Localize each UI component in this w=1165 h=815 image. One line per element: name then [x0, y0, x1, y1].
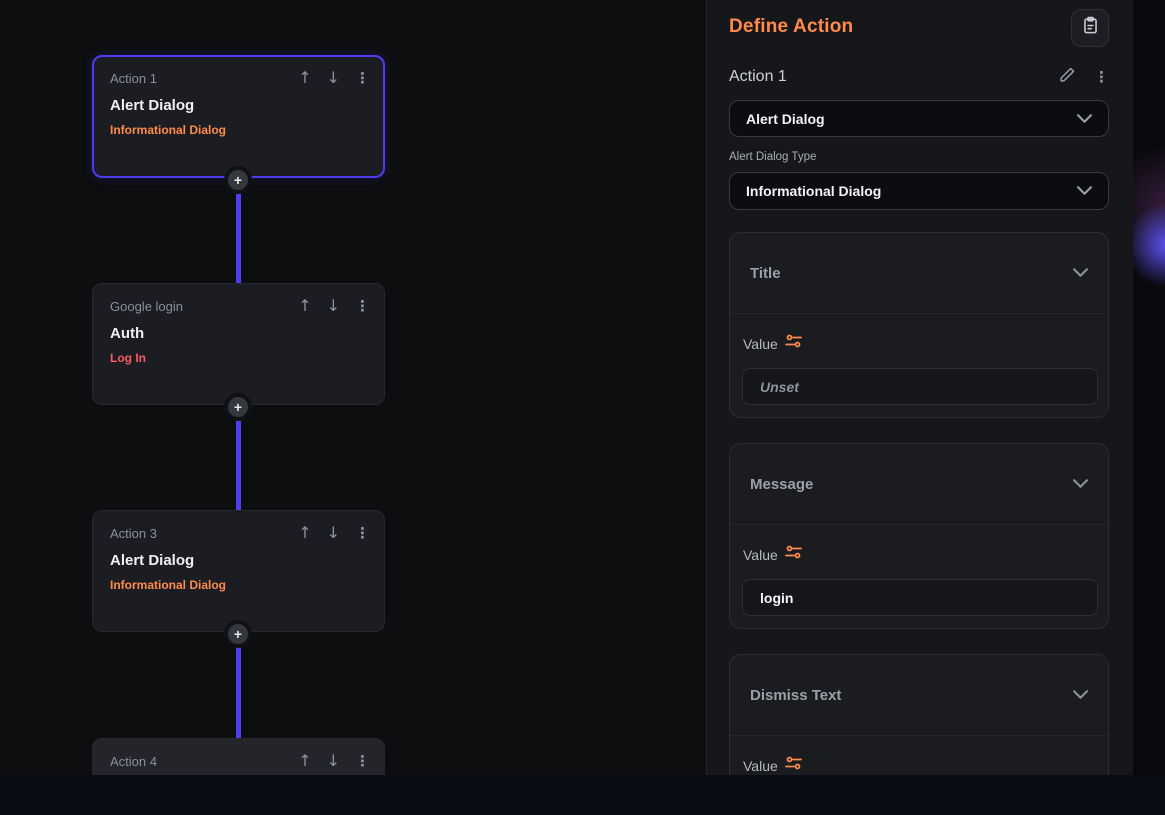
set-from-variable-icon[interactable] [784, 334, 802, 353]
action-subtitle: Informational Dialog [110, 578, 227, 592]
copy-actions-button[interactable] [1071, 9, 1109, 47]
action-name-row: Action 1 ⋮ [729, 66, 1109, 88]
action-label: Action 4 [110, 753, 157, 769]
section-header[interactable]: Message [730, 444, 1108, 524]
divider [730, 524, 1108, 525]
action-type-select[interactable]: Alert Dialog [729, 100, 1109, 137]
action-title: Auth [110, 325, 145, 342]
value-label: Value [743, 757, 778, 774]
action-card[interactable]: Action 3 ↑ ↓ ⋮ Alert Dialog Informationa… [92, 510, 385, 632]
dialog-type-label: Alert Dialog Type [729, 151, 817, 163]
kebab-menu-icon[interactable]: ⋮ [355, 68, 370, 87]
action-subtitle: Informational Dialog [110, 123, 227, 137]
dialog-type-select[interactable]: Informational Dialog [729, 172, 1109, 210]
action-name: Action 1 [729, 68, 787, 85]
value-row: Value [743, 334, 802, 353]
clipboard-icon [1081, 16, 1100, 40]
section-title: Title Value Unset [729, 232, 1109, 418]
chevron-down-icon [1077, 110, 1092, 128]
value-input[interactable]: login [742, 579, 1098, 616]
section-title-label: Message [750, 475, 814, 493]
action-subtitle: Log In [110, 351, 146, 365]
chevron-down-icon [1077, 182, 1092, 200]
value-row: Value [743, 545, 802, 564]
insert-action-button[interactable]: + [224, 393, 252, 421]
chevron-down-icon[interactable] [1073, 686, 1088, 704]
value-text: login [760, 589, 794, 606]
move-up-icon[interactable]: ↑ [298, 296, 312, 315]
action-flow-canvas: Action 1 ↑ ↓ ⋮ Alert Dialog Informationa… [92, 55, 385, 815]
insert-action-button[interactable]: + [224, 620, 252, 648]
move-down-icon[interactable]: ↓ [326, 68, 340, 87]
dialog-type-value: Informational Dialog [746, 183, 882, 199]
bottom-bar [0, 775, 1165, 815]
move-up-icon[interactable]: ↑ [298, 68, 312, 87]
value-row: Value [743, 756, 802, 775]
divider [730, 735, 1108, 736]
panel-title: Define Action [729, 16, 854, 37]
section-message: Message Value login [729, 443, 1109, 629]
set-from-variable-icon[interactable] [784, 545, 802, 564]
action-type-value: Alert Dialog [746, 110, 825, 127]
action-card[interactable]: Google login ↑ ↓ ⋮ Auth Log In [92, 283, 385, 405]
background-edge-strip [1133, 0, 1165, 815]
define-action-panel: Define Action Action 1 ⋮ Alert Dia [706, 0, 1133, 815]
move-down-icon[interactable]: ↓ [326, 523, 340, 542]
section-header[interactable]: Dismiss Text [730, 655, 1108, 735]
action-title: Alert Dialog [110, 97, 195, 114]
section-header[interactable]: Title [730, 233, 1108, 313]
kebab-menu-icon[interactable]: ⋮ [355, 296, 370, 315]
action-label: Action 3 [110, 525, 157, 541]
kebab-menu-icon[interactable]: ⋮ [1094, 67, 1109, 86]
kebab-menu-icon[interactable]: ⋮ [355, 523, 370, 542]
value-label: Value [743, 546, 778, 563]
value-input[interactable]: Unset [742, 368, 1098, 405]
section-title-label: Dismiss Text [750, 686, 842, 704]
move-down-icon[interactable]: ↓ [326, 296, 340, 315]
divider [730, 313, 1108, 314]
action-label: Google login [110, 298, 183, 314]
connector-line [236, 120, 241, 770]
edit-pencil-icon[interactable] [1059, 66, 1076, 88]
action-card[interactable]: Action 1 ↑ ↓ ⋮ Alert Dialog Informationa… [92, 55, 385, 178]
chevron-down-icon[interactable] [1073, 475, 1088, 493]
insert-action-button[interactable]: + [224, 166, 252, 194]
move-up-icon[interactable]: ↑ [298, 751, 312, 770]
value-text: Unset [760, 378, 799, 395]
move-up-icon[interactable]: ↑ [298, 523, 312, 542]
section-title-label: Title [750, 264, 781, 282]
chevron-down-icon[interactable] [1073, 264, 1088, 282]
set-from-variable-icon[interactable] [784, 756, 802, 775]
kebab-menu-icon[interactable]: ⋮ [355, 751, 370, 770]
value-label: Value [743, 335, 778, 352]
action-label: Action 1 [110, 70, 157, 86]
move-down-icon[interactable]: ↓ [326, 751, 340, 770]
action-title: Alert Dialog [110, 552, 195, 569]
